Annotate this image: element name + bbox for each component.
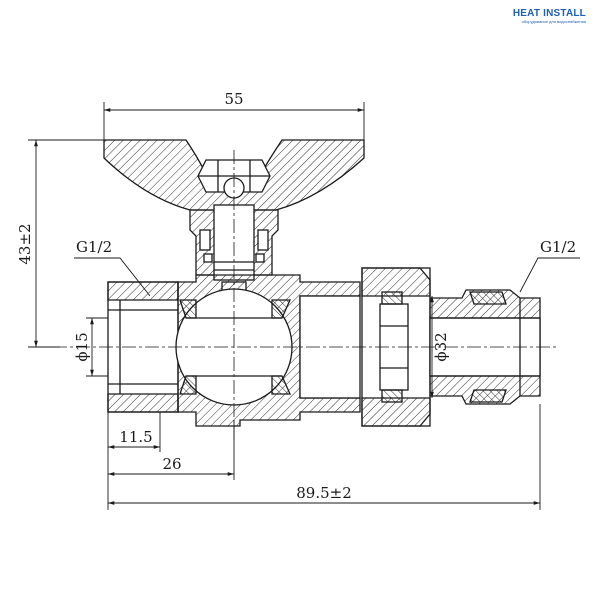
leader-thread-left bbox=[74, 257, 151, 297]
stem-seal-left bbox=[199, 229, 211, 251]
dim-55: 55 bbox=[224, 90, 243, 108]
stem-seal-right bbox=[257, 229, 269, 251]
leader-thread-right bbox=[519, 257, 580, 293]
dim-phi32: ϕ32 bbox=[432, 332, 450, 361]
dim-11-5: 11.5 bbox=[119, 428, 152, 446]
dim-89-5: 89.5±2 bbox=[296, 484, 352, 502]
dim-43: 43±2 bbox=[16, 223, 34, 264]
seat-right bbox=[271, 299, 292, 319]
brand-logo: HEAT INSTALL оборудование для водоснабже… bbox=[513, 8, 586, 24]
label-thread-left: G1/2 bbox=[76, 238, 112, 256]
logo-tagline: оборудование для водоснабжения bbox=[521, 19, 586, 24]
dim-26: 26 bbox=[162, 455, 181, 473]
seat-left bbox=[179, 299, 197, 319]
label-thread-right: G1/2 bbox=[540, 238, 576, 256]
dim-phi15: ϕ15 bbox=[73, 332, 91, 361]
tailpiece-oring bbox=[469, 291, 507, 305]
logo-text: HEAT INSTALL bbox=[512, 8, 586, 19]
